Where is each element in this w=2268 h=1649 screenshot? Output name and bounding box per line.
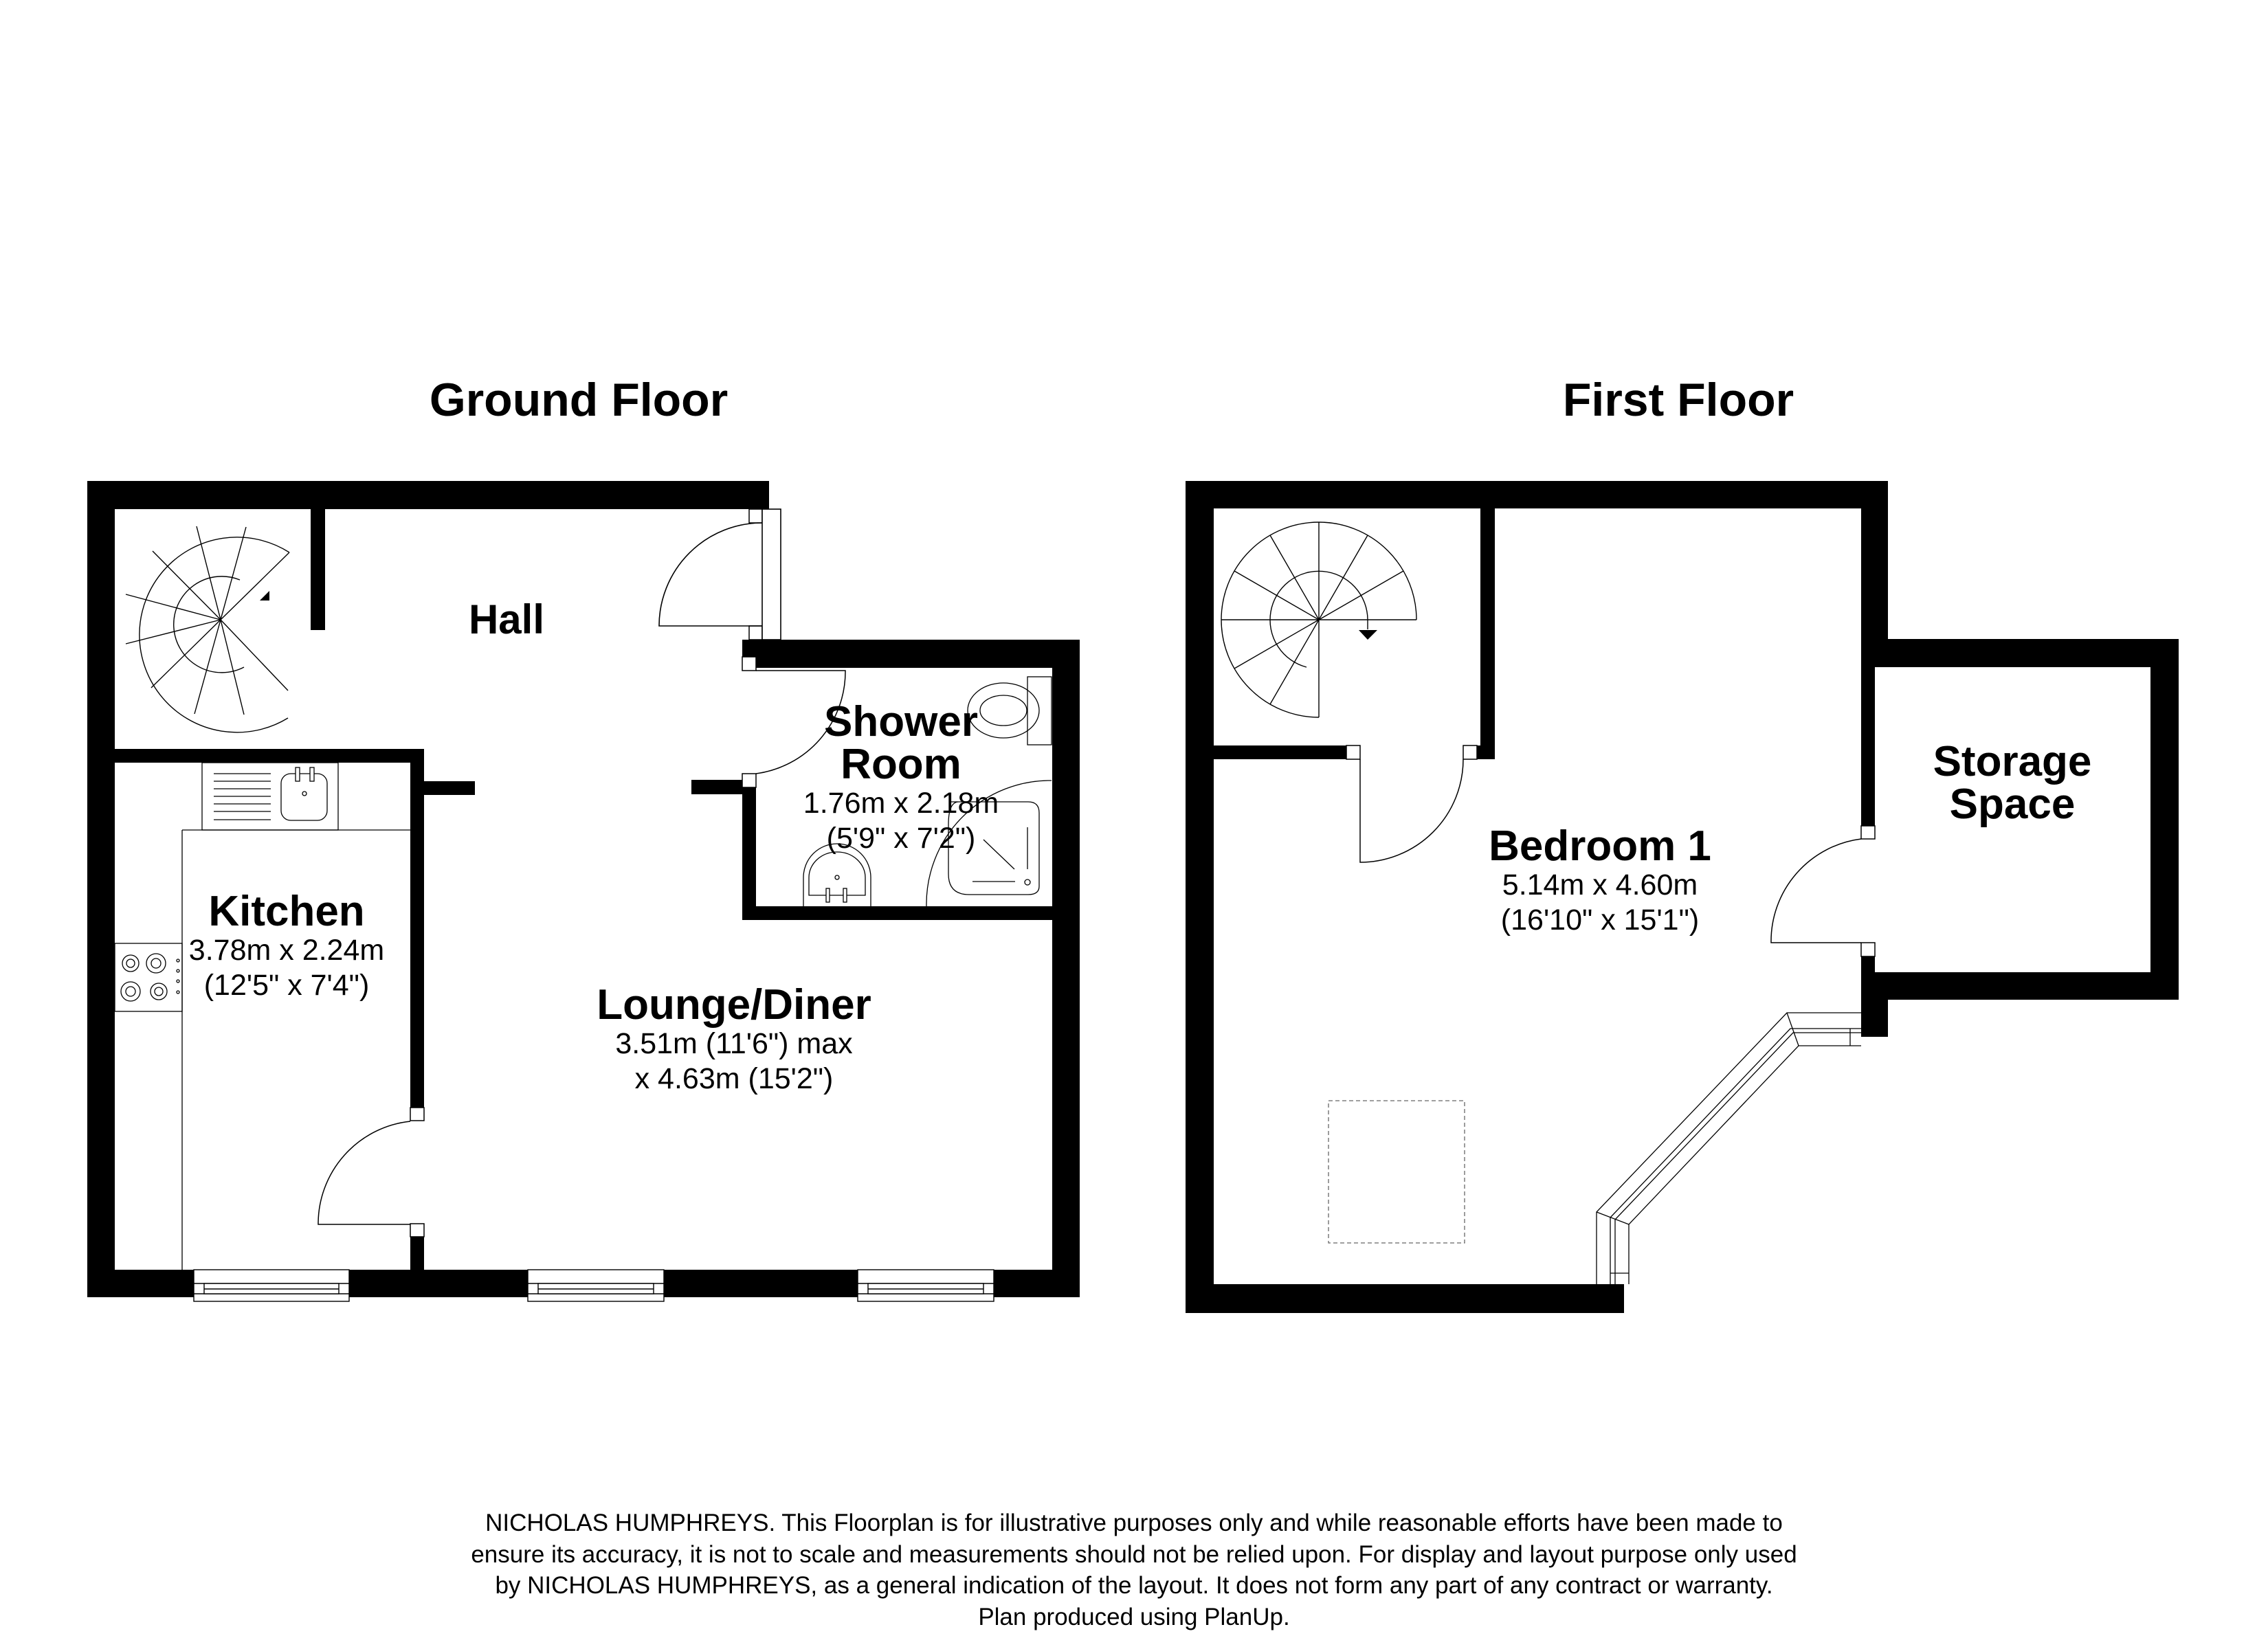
- ground-floor-title: Ground Floor: [429, 374, 729, 426]
- room-label-kitchen: Kitchen 3.78m x 2.24m (12'5" x 7'4"): [189, 890, 384, 1003]
- sink-icon: [201, 762, 339, 831]
- window-icon: [527, 1269, 665, 1302]
- room-dimensions-metric: 1.76m x 2.18m: [803, 787, 999, 820]
- room-name-line-2: Space: [1949, 781, 2076, 828]
- ground-floor-walls: [87, 481, 1080, 1297]
- room-name: Hall: [468, 596, 545, 642]
- room-label-bedroom-1: Bedroom 1 5.14m x 4.60m (16'10" x 15'1"): [1489, 825, 1711, 938]
- corner-shower-icon: [926, 780, 1052, 907]
- first-floor-plan: [1186, 481, 2179, 1313]
- disclaimer-footer: NICHOLAS HUMPHREYS. This Floorplan is fo…: [0, 1507, 2268, 1633]
- window-icon: [193, 1269, 350, 1302]
- shower-room-fittings: [803, 676, 1052, 907]
- shower-room-door: [755, 670, 846, 774]
- loft-hatch-icon: [1328, 1100, 1465, 1244]
- room-label-storage-space: Storage Space: [1933, 741, 2092, 826]
- room-name-line-2: Room: [841, 741, 961, 788]
- disclaimer-line: Plan produced using PlanUp.: [978, 1603, 1290, 1630]
- disclaimer-line: NICHOLAS HUMPHREYS. This Floorplan is fo…: [485, 1510, 1783, 1536]
- room-label-shower-room: Shower Room 1.76m x 2.18m (5'9" x 7'2"): [803, 701, 999, 856]
- ground-floor-windows: [193, 1269, 994, 1302]
- room-label-hall: Hall: [469, 599, 544, 640]
- room-dimensions-imperial: (12'5" x 7'4"): [203, 969, 370, 1002]
- storage-door: [1770, 838, 1862, 943]
- room-name: Kitchen: [208, 888, 365, 935]
- spiral-staircase-icon: [1221, 521, 1417, 718]
- window-icon: [857, 1269, 994, 1302]
- room-name: Lounge/Diner: [597, 981, 871, 1029]
- room-dimensions-line-2: x 4.63m (15'2"): [634, 1062, 834, 1095]
- room-label-lounge-diner: Lounge/Diner 3.51m (11'6") max x 4.63m (…: [597, 984, 871, 1097]
- disclaimer-line: by NICHOLAS HUMPHREYS, as a general indi…: [495, 1572, 1773, 1599]
- front-door: [658, 508, 781, 640]
- kitchen-fittings: [114, 762, 410, 1270]
- kitchen-door: [318, 1121, 411, 1225]
- room-name: Shower: [824, 698, 978, 745]
- disclaimer-line: ensure its accuracy, it is not to scale …: [471, 1540, 1797, 1568]
- first-floor-walls: [1186, 481, 2179, 1313]
- first-floor-door-jambs: [1346, 745, 1876, 957]
- room-dimensions-metric: 3.78m x 2.24m: [188, 934, 385, 967]
- ground-floor-plan: [87, 481, 1080, 1302]
- stair-door: [1359, 759, 1464, 863]
- room-dimensions-line-1: 3.51m (11'6") max: [615, 1027, 853, 1060]
- room-name: Bedroom 1: [1489, 822, 1711, 870]
- room-dimensions-imperial: (5'9" x 7'2"): [826, 822, 976, 855]
- stair-direction-arrow-icon: [1359, 630, 1377, 640]
- room-dimensions-metric: 5.14m x 4.60m: [1502, 868, 1698, 901]
- toilet-icon: [967, 676, 1052, 745]
- room-dimensions-imperial: (16'10" x 15'1"): [1500, 904, 1700, 936]
- ground-floor-door-jambs: [410, 508, 763, 1237]
- bay-window-icon: [1596, 1012, 1861, 1284]
- hob-icon: [114, 943, 183, 1012]
- first-floor-title: First Floor: [1562, 374, 1794, 426]
- room-name: Storage: [1933, 738, 2092, 785]
- washbasin-icon: [803, 843, 871, 906]
- spiral-staircase-icon: [125, 526, 290, 733]
- stair-direction-arrow-icon: [260, 591, 269, 601]
